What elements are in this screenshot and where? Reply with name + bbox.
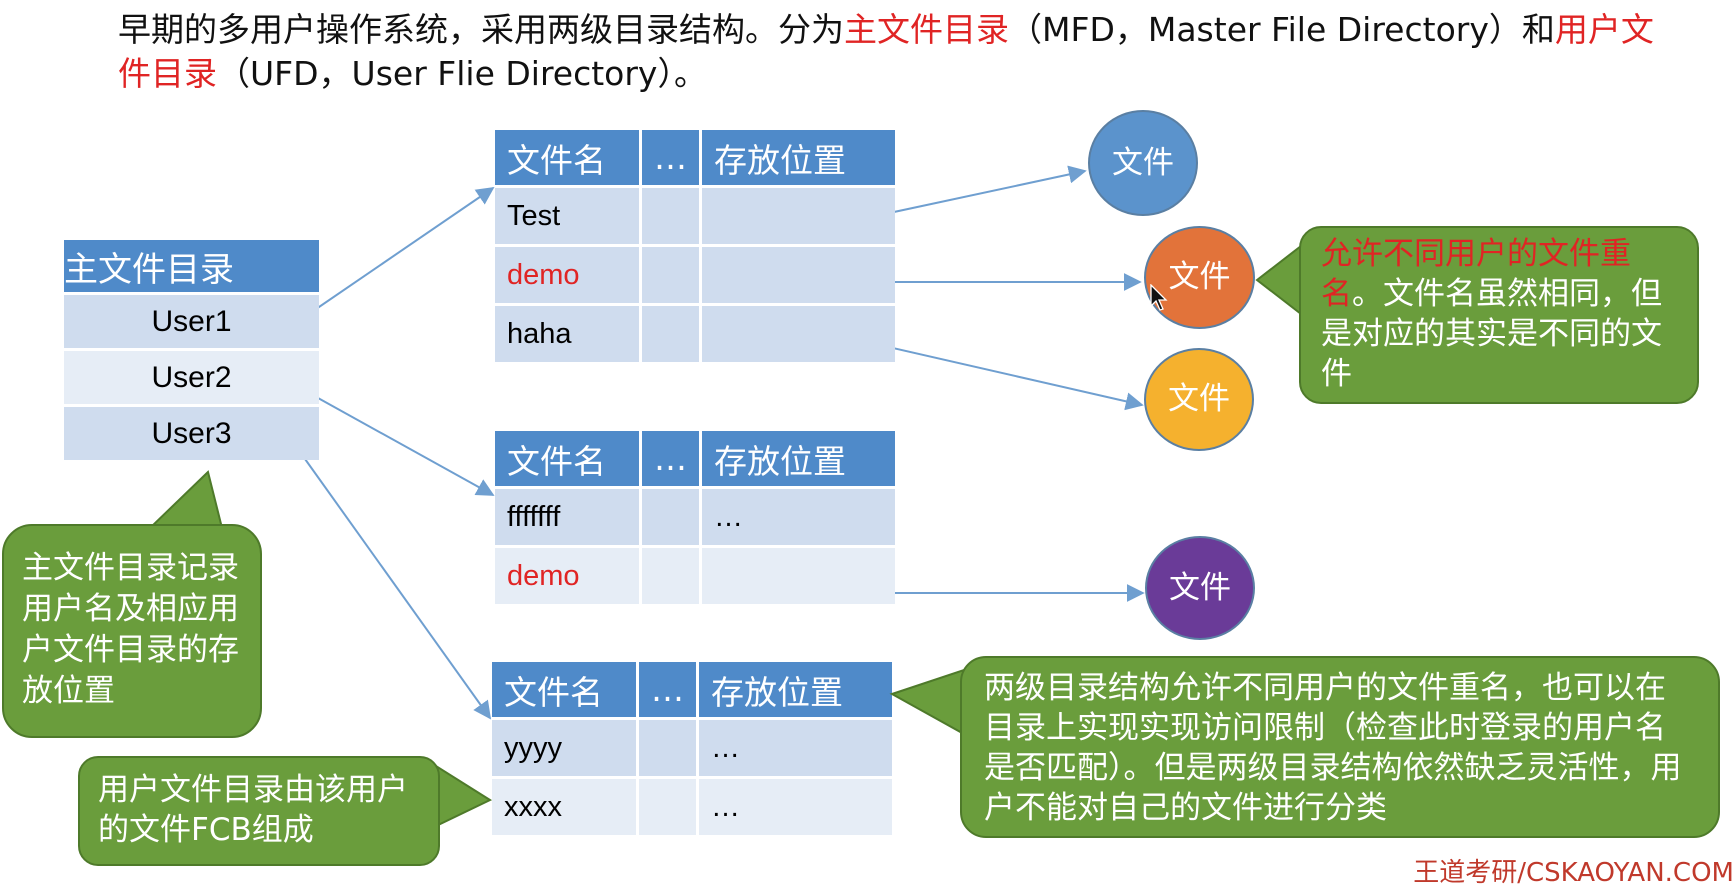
mfd-row-user1: User1 — [64, 295, 319, 348]
ufd1-header-location: 存放位置 — [702, 130, 895, 185]
ufd1-header-name: 文件名 — [495, 130, 639, 185]
ufd3-row1-location: … — [699, 720, 892, 776]
table-row: fffffff … — [495, 489, 895, 545]
callout-mfd-pointer — [147, 470, 224, 529]
file-circle-3-label: 文件 — [1168, 381, 1230, 417]
ufd2-header-dots: … — [642, 431, 699, 486]
file-circle-1-label: 文件 — [1112, 144, 1174, 181]
arrow-user3-ufd3 — [299, 451, 492, 720]
ufd1-row1-dots — [642, 188, 699, 244]
ufd1-row2-dots — [642, 247, 699, 303]
ufd2-header-location: 存放位置 — [702, 431, 895, 486]
ufd1-row3-dots — [642, 306, 699, 362]
ufd2-row2-location — [702, 548, 895, 604]
callout-rename-rest: 。文件名虽然相同，但是对应的其实是不同的文件 — [1321, 276, 1662, 392]
file-circle-2-label: 文件 — [1168, 259, 1231, 295]
watermark: 王道考研/CSKAOYAN.COM — [1413, 858, 1734, 888]
mfd-row-user3: User3 — [64, 407, 319, 460]
file-circle-3: 文件 — [1144, 348, 1254, 451]
ufd3-row2-name: xxxx — [492, 779, 636, 835]
ufd3-header-location: 存放位置 — [699, 662, 892, 717]
ufd3-header-name: 文件名 — [492, 662, 636, 717]
intro-part1: 早期的多用户操作系统，采用两级目录结构。分为 — [118, 10, 844, 49]
intro-text: 早期的多用户操作系统，采用两级目录结构。分为主文件目录（MFD，Master F… — [118, 8, 1678, 96]
table-row: yyyy … — [492, 720, 892, 776]
mfd-table: 主文件目录 User1 User2 User3 — [61, 237, 322, 463]
ufd2-row1-dots — [642, 489, 699, 545]
ufd1-row3-location — [702, 306, 895, 362]
intro-mfd-term: 主文件目录 — [844, 10, 1009, 49]
ufd3-row1-name: yyyy — [492, 720, 636, 776]
ufd3-row1-dots — [639, 720, 696, 776]
callout-rename-pointer — [1255, 243, 1302, 317]
arrow-user2-ufd2 — [299, 387, 495, 496]
file-circle-4: 文件 — [1145, 536, 1255, 640]
ufd1-row2-name: demo — [495, 247, 639, 303]
ufd2-row2-dots — [642, 548, 699, 604]
ufd1-header-dots: … — [642, 130, 699, 185]
ufd3-header-dots: … — [639, 662, 696, 717]
intro-part2: （MFD，Master File Directory）和 — [1009, 10, 1555, 49]
arrow-user1-ufd1 — [299, 186, 495, 321]
ufd-table-user1: 文件名 … 存放位置 Test demo haha — [492, 127, 898, 365]
ufd3-row2-dots — [639, 779, 696, 835]
callout-summary-text: 两级目录结构允许不同用户的文件重名，也可以在目录上实现实现访问限制（检查此时登录… — [984, 670, 1682, 826]
mfd-row-user2: User2 — [64, 351, 319, 404]
file-circle-4-label: 文件 — [1169, 569, 1231, 606]
connector-lines — [299, 165, 1145, 720]
callout-summary-pointer — [889, 668, 965, 736]
ufd2-row2-name: demo — [495, 548, 639, 604]
ufd-table-user2: 文件名 … 存放位置 fffffff … demo — [492, 428, 898, 607]
table-row: xxxx … — [492, 779, 892, 835]
intro-part3: （UFD，User Flie Directory）。 — [217, 54, 707, 93]
callout-rename-highlight: 允许不同用户的文件重名 — [1321, 236, 1631, 312]
table-row: haha — [495, 306, 895, 362]
table-row: demo — [495, 247, 895, 303]
file-circle-2: 文件 — [1144, 226, 1255, 329]
ufd2-row1-name: fffffff — [495, 489, 639, 545]
arrow-test-file1 — [865, 165, 1087, 219]
file-circle-1: 文件 — [1088, 110, 1198, 216]
arrow-haha-file3 — [870, 342, 1144, 411]
callout-ufd-pointer — [435, 764, 493, 828]
ufd-table-user3: 文件名 … 存放位置 yyyy … xxxx … — [489, 659, 895, 838]
ufd1-row2-location — [702, 247, 895, 303]
table-row: demo — [495, 548, 895, 604]
ufd1-row1-name: Test — [495, 188, 639, 244]
ufd1-row3-name: haha — [495, 306, 639, 362]
mouse-cursor-icon — [1150, 284, 1168, 311]
callout-rename: 允许不同用户的文件重名。文件名虽然相同，但是对应的其实是不同的文件 — [1299, 226, 1699, 404]
ufd2-header-name: 文件名 — [495, 431, 639, 486]
ufd3-row2-location: … — [699, 779, 892, 835]
ufd1-row1-location — [702, 188, 895, 244]
callout-mfd-note: 主文件目录记录用户名及相应用户文件目录的存放位置 — [2, 524, 262, 738]
table-row: Test — [495, 188, 895, 244]
callout-ufd-note-text: 用户文件目录由该用户的文件FCB组成 — [98, 772, 408, 848]
callout-summary: 两级目录结构允许不同用户的文件重名，也可以在目录上实现实现访问限制（检查此时登录… — [960, 656, 1720, 838]
callout-mfd-note-text: 主文件目录记录用户名及相应用户文件目录的存放位置 — [22, 550, 239, 709]
callout-ufd-note: 用户文件目录由该用户的文件FCB组成 — [78, 756, 440, 866]
mfd-header: 主文件目录 — [64, 240, 319, 292]
ufd2-row1-location: … — [702, 489, 895, 545]
intro-ufd-term: 用户文件目录 — [118, 10, 1654, 93]
